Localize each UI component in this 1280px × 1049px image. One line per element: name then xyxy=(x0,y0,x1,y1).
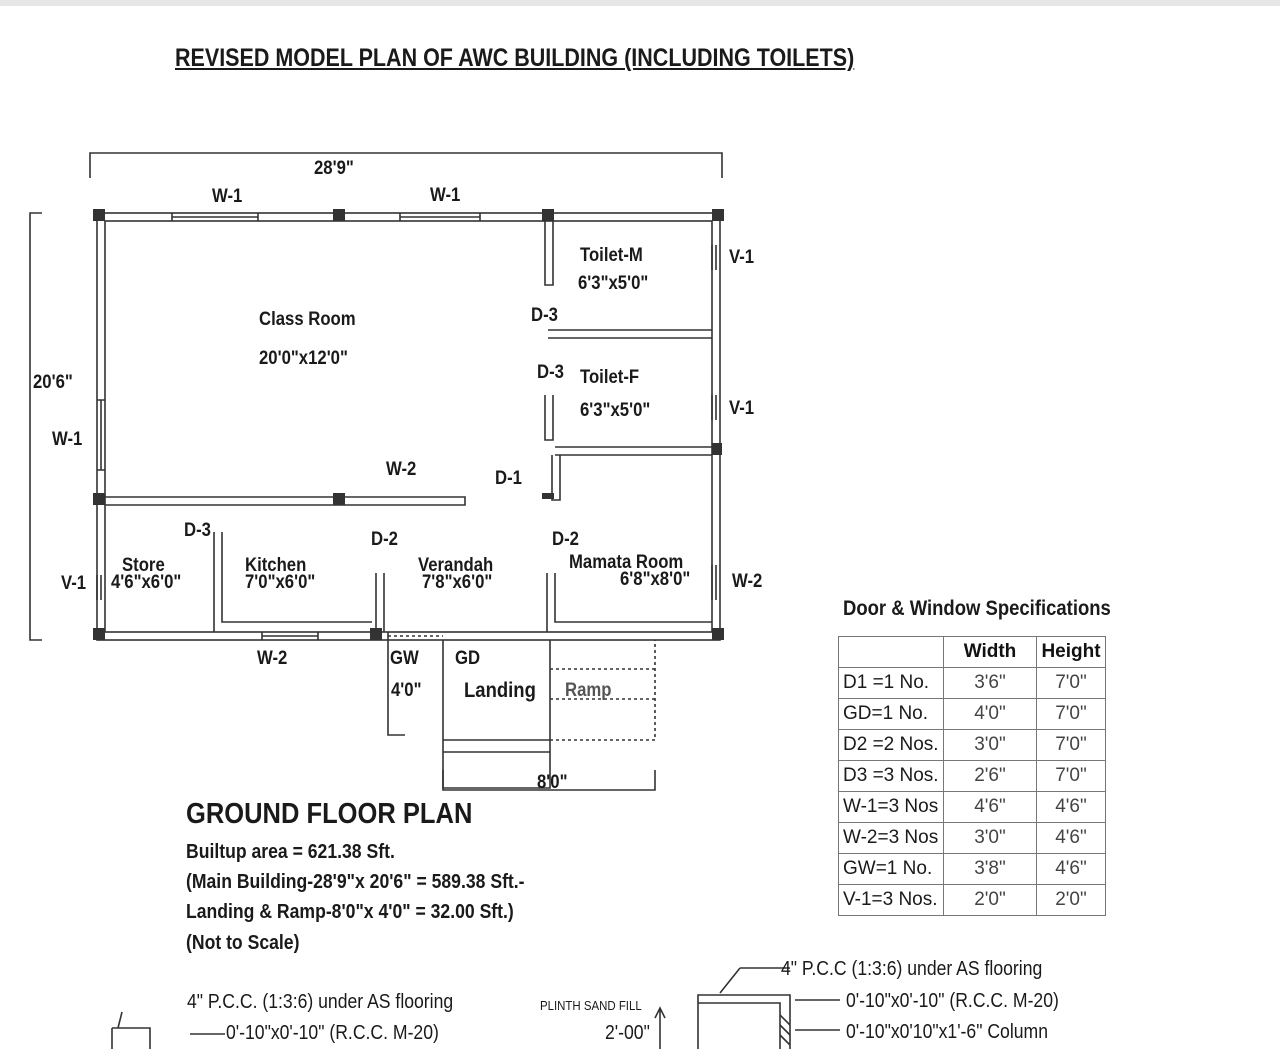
room-name: Verandah xyxy=(418,555,494,576)
section-label: 4" P.C.C. (1:3:6) under AS flooring xyxy=(187,991,454,1013)
table-row: D2 =2 Nos.3'0"7'0" xyxy=(838,729,1106,761)
window-v1 xyxy=(96,245,717,600)
window-label: W-2 xyxy=(257,648,288,669)
section-label: 4" P.C.C (1:3:6) under AS flooring xyxy=(781,958,1043,980)
door-label: D-2 xyxy=(371,529,398,550)
column-header: Height xyxy=(1036,636,1106,668)
toilet-divider xyxy=(548,329,712,339)
section-label: 0'-10"x0'-10" (R.C.C. M-20) xyxy=(846,990,1059,1012)
inner-wall xyxy=(104,220,713,633)
room-name: Mamata Room xyxy=(569,552,684,573)
room-size: 4'6"x6'0" xyxy=(111,572,182,593)
section-label: 0'-10"x0'10"x1'-6" Column xyxy=(846,1021,1048,1043)
ramp-outline xyxy=(550,640,656,741)
gw-width-label: 4'0" xyxy=(391,680,422,701)
window-w1 xyxy=(97,399,105,471)
steps xyxy=(443,739,550,753)
room-size: 6'3"x5'0" xyxy=(580,400,651,421)
door-label: D-3 xyxy=(531,305,558,326)
depth-dimension-line xyxy=(29,212,42,641)
table-row: D1 =1 No.3'6"7'0" xyxy=(838,667,1106,699)
table-row: GD=1 No.4'0"7'0" xyxy=(838,698,1106,730)
store-wall xyxy=(213,532,372,632)
room-size: 20'0"x12'0" xyxy=(259,348,348,369)
table-row: V-1=3 Nos.2'0"2'0" xyxy=(838,884,1106,916)
room-name: Class Room xyxy=(259,309,356,330)
door-label: D-3 xyxy=(184,520,211,541)
door-label: D-3 xyxy=(537,362,564,383)
room-name: Toilet-F xyxy=(580,367,640,388)
room-size: 7'0"x6'0" xyxy=(245,572,316,593)
section-label: 2'-00" xyxy=(605,1022,650,1044)
plan-heading: GROUND FLOOR PLAN xyxy=(186,798,473,830)
door-label: D-1 xyxy=(495,468,522,489)
window-label: W-2 xyxy=(732,571,763,592)
column-header: Width xyxy=(943,636,1037,668)
note-line: (Not to Scale) xyxy=(186,932,300,954)
room-name: Kitchen xyxy=(245,555,307,576)
room-size: 7'8"x6'0" xyxy=(422,572,493,593)
scan-edge xyxy=(0,0,1280,6)
ramp-dimension-label: 8'0" xyxy=(537,772,568,793)
window-label: W-1 xyxy=(212,186,243,207)
room-name: Ramp xyxy=(565,680,612,701)
mamata-wall xyxy=(546,573,712,632)
outer-wall xyxy=(96,212,721,641)
kitchen-wall xyxy=(375,573,385,632)
window-label: W-1 xyxy=(430,185,461,206)
section-label: 0'-10"x0'-10" (R.C.C. M-20) xyxy=(226,1022,439,1044)
room-name: Landing xyxy=(464,679,536,702)
room-size: 6'3"x5'0" xyxy=(578,273,649,294)
window-w1 xyxy=(399,213,481,221)
window-w1 xyxy=(171,213,259,221)
toilet-bottom-wall xyxy=(551,446,712,501)
window-label: W-1 xyxy=(52,429,83,450)
ramp-dimension-line xyxy=(442,770,656,791)
left-section-detail xyxy=(111,1011,151,1049)
width-dimension-line xyxy=(89,152,723,178)
gd-label: GD xyxy=(455,648,481,669)
table-row: GW=1 No.3'8"4'6" xyxy=(838,853,1106,885)
note-line: Builtup area = 621.38 Sft. xyxy=(186,841,395,863)
leader-arrows xyxy=(190,999,840,1035)
room-name: Store xyxy=(122,555,165,576)
toilet-wall-f xyxy=(544,395,554,441)
note-line: Landing & Ramp-8'0"x 4'0" = 32.00 Sft.) xyxy=(186,901,514,923)
columns xyxy=(93,209,724,640)
classroom-wall xyxy=(105,496,466,506)
gw-outline xyxy=(387,632,405,736)
room-size: 6'8"x8'0" xyxy=(620,569,691,590)
window-w2 xyxy=(261,565,717,640)
door-label: D-2 xyxy=(552,529,579,550)
drawing-title: REVISED MODEL PLAN OF AWC BUILDING (INCL… xyxy=(175,44,855,72)
room-name: Toilet-M xyxy=(580,245,643,266)
table-row: D3 =3 Nos.2'6"7'0" xyxy=(838,760,1106,792)
overall-width-label: 28'9" xyxy=(314,158,354,179)
table-header-row: Width Height xyxy=(838,636,1106,668)
note-line: (Main Building-28'9"x 20'6" = 589.38 Sft… xyxy=(186,871,525,893)
section-label: PLINTH SAND FILL xyxy=(540,998,642,1013)
ventilator-label: V-1 xyxy=(729,247,755,268)
window-label: W-2 xyxy=(386,459,417,480)
spec-heading: Door & Window Specifications xyxy=(843,597,1111,620)
ventilator-label: V-1 xyxy=(729,398,755,419)
landing-outline xyxy=(442,640,551,789)
plinth-arrow xyxy=(654,1006,666,1049)
door-window-spec-table: Width Height D1 =1 No.3'6"7'0" GD=1 No.4… xyxy=(838,636,1106,916)
overall-depth-label: 20'6" xyxy=(33,372,73,393)
ventilator-label: V-1 xyxy=(61,573,87,594)
right-section-detail xyxy=(697,967,791,1049)
toilet-wall xyxy=(544,221,554,286)
gw-label: GW xyxy=(390,648,419,669)
